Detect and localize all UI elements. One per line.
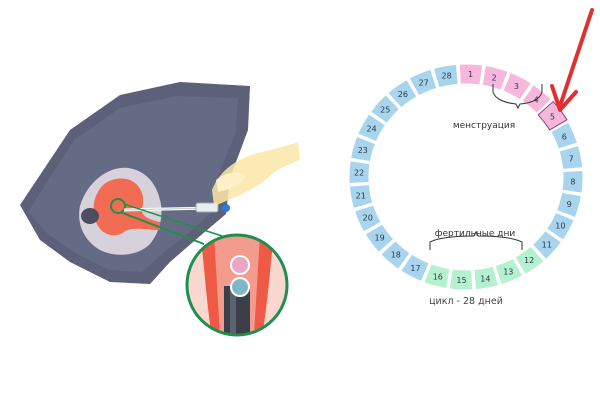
cycle-day-number: 25 xyxy=(380,105,390,114)
embryo-cell-bottom xyxy=(230,277,250,297)
cycle-day-segment xyxy=(353,204,382,233)
cycle-day-number: 16 xyxy=(433,272,443,281)
cycle-day-number: 23 xyxy=(358,146,368,155)
cycle-day-segment xyxy=(369,94,401,125)
cycle-day-segment xyxy=(432,63,459,89)
cycle-day-segment xyxy=(550,121,579,150)
menstruation-label: менструация xyxy=(453,121,515,131)
cycle-day-segment xyxy=(555,191,582,219)
cycle-day-number: 14 xyxy=(480,274,490,283)
cycle-day-segment xyxy=(502,71,532,101)
organ-focus-ring xyxy=(110,198,126,214)
cycle-day-segment xyxy=(545,211,575,241)
cycle-day-number: 11 xyxy=(542,241,552,250)
cycle-day-segment xyxy=(561,169,584,194)
cycle-day-segment xyxy=(481,64,509,91)
cycle-day-number: 1 xyxy=(468,70,473,79)
cycle-day-number: 5 xyxy=(550,112,555,121)
cycle-day-number: 9 xyxy=(567,200,572,209)
cycle-day-number: 12 xyxy=(524,256,534,265)
hand-finger xyxy=(216,172,246,192)
cycle-day-number: 21 xyxy=(356,192,366,201)
cycle-day-segment xyxy=(387,78,418,109)
cycle-day-segment xyxy=(531,229,563,260)
cycle-day-number: 15 xyxy=(456,276,466,285)
cycle-day-segment xyxy=(423,263,451,290)
embryo-cell-top xyxy=(230,255,250,275)
cycle-day-segment xyxy=(473,265,500,291)
cycle-day-number: 19 xyxy=(374,234,384,243)
zoom-detail xyxy=(185,233,289,337)
fertile-days-label: фертильные дни xyxy=(435,229,516,239)
cycle-day-number: 3 xyxy=(514,82,519,91)
cycle-day-number: 26 xyxy=(398,90,408,99)
cycle-day-number: 7 xyxy=(569,154,574,163)
cycle-day-number: 27 xyxy=(419,78,429,87)
cycle-day-number: 20 xyxy=(363,214,373,223)
menstruation-bracket xyxy=(492,84,543,110)
zoom-connector xyxy=(123,203,223,237)
cycle-day-segment xyxy=(364,223,395,254)
cycle-length-caption: цикл - 28 дней xyxy=(429,296,503,307)
syringe-body xyxy=(195,202,219,213)
cycle-day-segment xyxy=(357,113,387,143)
cycle-day-segment xyxy=(558,144,584,170)
cycle-day-number: 24 xyxy=(367,124,377,133)
cycle-day-number: 17 xyxy=(410,264,420,273)
ovary-shape xyxy=(81,208,99,224)
cycle-day-segment xyxy=(448,268,474,291)
cycle-day-segment xyxy=(458,63,484,86)
cycle-day-segment xyxy=(408,68,438,97)
cycle-day-number: 6 xyxy=(562,132,567,141)
cycle-day-segment xyxy=(348,160,371,185)
cycle-day-number: 18 xyxy=(391,251,401,260)
cycle-day-segment xyxy=(380,240,411,270)
red-arrow-pointer xyxy=(550,8,594,112)
cycle-day-segment xyxy=(514,245,545,276)
cycle-day-number: 8 xyxy=(570,177,575,186)
cycle-day-number: 22 xyxy=(354,169,364,178)
anatomy-illustration xyxy=(20,82,300,284)
cycle-day-number: 2 xyxy=(492,74,497,83)
fertile-bracket xyxy=(429,230,523,250)
cycle-day-segment xyxy=(494,257,524,286)
cycle-day-number: 28 xyxy=(442,72,452,81)
cycle-day-segment xyxy=(348,184,374,210)
cycle-day-segment xyxy=(350,135,377,163)
zoom-ring xyxy=(185,233,289,337)
cycle-day-segment xyxy=(400,253,430,283)
syringe-tip xyxy=(222,204,230,212)
hand-shape xyxy=(212,142,300,206)
cycle-day-number: 10 xyxy=(555,222,565,231)
zoom-connector xyxy=(119,211,205,245)
cycle-day-number: 13 xyxy=(503,268,513,277)
